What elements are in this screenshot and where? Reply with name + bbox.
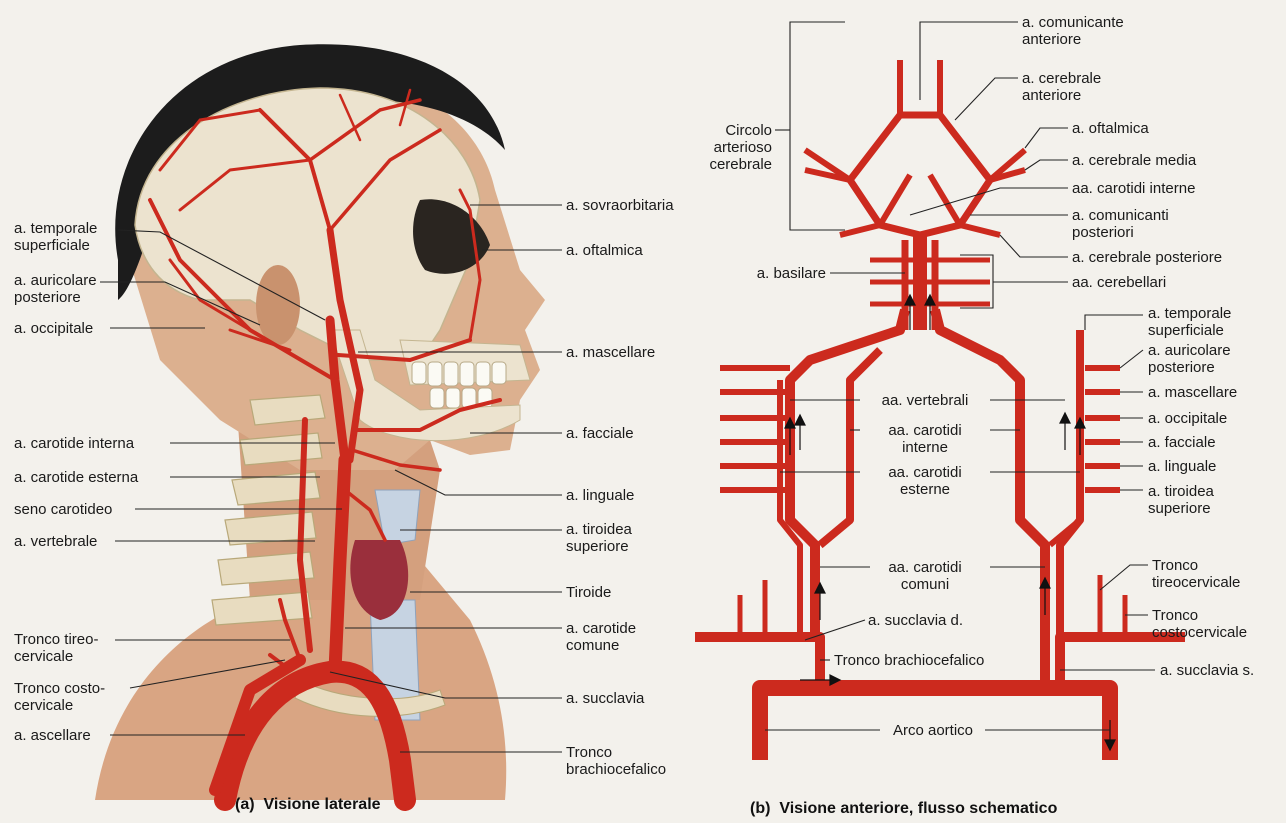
label-carotidi-interne-center: aa. carotidi interne	[862, 422, 988, 456]
label-comunicante-anteriore: a. comunicante anteriore	[1022, 14, 1124, 48]
label-carotidi-interne-top: aa. carotidi interne	[1072, 180, 1195, 197]
label-cerebellari: aa. cerebellari	[1072, 274, 1166, 291]
label-tronco-costocervicale-left: Tronco costo- cervicale	[14, 680, 105, 714]
label-tiroide: Tiroide	[566, 584, 611, 601]
label-facciale-schematic: a. facciale	[1148, 434, 1216, 451]
label-vertebrale: a. vertebrale	[14, 533, 97, 550]
label-vertebrali: aa. vertebrali	[862, 392, 988, 409]
label-carotidi-comuni: aa. carotidi comuni	[862, 559, 988, 593]
label-arco-aortico: Arco aortico	[882, 722, 984, 739]
label-tiroidea-superiore-lateral: a. tiroidea superiore	[566, 521, 632, 555]
label-cerebrale-media: a. cerebrale media	[1072, 152, 1196, 169]
label-succlavia-lateral: a. succlavia	[566, 690, 644, 707]
label-occipitale-left: a. occipitale	[14, 320, 93, 337]
lateral-view-illustration	[95, 44, 545, 800]
label-seno-carotideo: seno carotideo	[14, 501, 112, 518]
label-linguale-schematic: a. linguale	[1148, 458, 1216, 475]
label-comunicanti-posteriori: a. comunicanti posteriori	[1072, 207, 1169, 241]
label-tiroidea-superiore-schematic: a. tiroidea superiore	[1148, 483, 1214, 517]
label-cerebrale-anteriore: a. cerebrale anteriore	[1022, 70, 1101, 104]
label-sovraorbitaria: a. sovraorbitaria	[566, 197, 674, 214]
label-circolo-arterioso: Circolo arterioso cerebrale	[700, 122, 772, 173]
label-auricolare-posteriore-left: a. auricolare posteriore	[14, 272, 97, 306]
caption-anterior-view: (b) Visione anteriore, flusso schematico	[750, 800, 1057, 818]
label-carotide-comune: a. carotide comune	[566, 620, 636, 654]
label-linguale-lateral: a. linguale	[566, 487, 634, 504]
label-succlavia-d: a. succlavia d.	[868, 612, 963, 629]
label-tronco-brachiocefalico-schematic: Tronco brachiocefalico	[834, 652, 984, 669]
label-oftalmica-lateral: a. oftalmica	[566, 242, 643, 259]
label-facciale-lateral: a. facciale	[566, 425, 634, 442]
label-temporale-superficiale-left: a. temporale superficiale	[14, 220, 97, 254]
label-mascellare-schematic: a. mascellare	[1148, 384, 1237, 401]
label-occipitale-schematic: a. occipitale	[1148, 410, 1227, 427]
label-auricolare-posteriore-schematic: a. auricolare posteriore	[1148, 342, 1231, 376]
label-tronco-costocervicale-schematic: Tronco costocervicale	[1152, 607, 1247, 641]
label-carotidi-esterne-center: aa. carotidi esterne	[862, 464, 988, 498]
label-tronco-brachiocefalico-lateral: Tronco brachiocefalico	[566, 744, 666, 778]
label-succlavia-s: a. succlavia s.	[1160, 662, 1254, 679]
label-tronco-tireocervicale-schematic: Tronco tireocervicale	[1152, 557, 1240, 591]
label-temporale-superficiale-schematic: a. temporale superficiale	[1148, 305, 1231, 339]
ear	[256, 265, 300, 345]
label-ascellare: a. ascellare	[14, 727, 91, 744]
label-cerebrale-posteriore: a. cerebrale posteriore	[1072, 249, 1222, 266]
caption-lateral-view: (a) Visione laterale	[235, 796, 381, 814]
label-oftalmica-schematic: a. oftalmica	[1072, 120, 1149, 137]
label-carotide-esterna: a. carotide esterna	[14, 469, 138, 486]
label-mascellare-lateral: a. mascellare	[566, 344, 655, 361]
label-tronco-tireocervicale-left: Tronco tireo- cervicale	[14, 631, 98, 665]
label-basilare: a. basilare	[720, 265, 826, 282]
label-carotide-interna: a. carotide interna	[14, 435, 134, 452]
